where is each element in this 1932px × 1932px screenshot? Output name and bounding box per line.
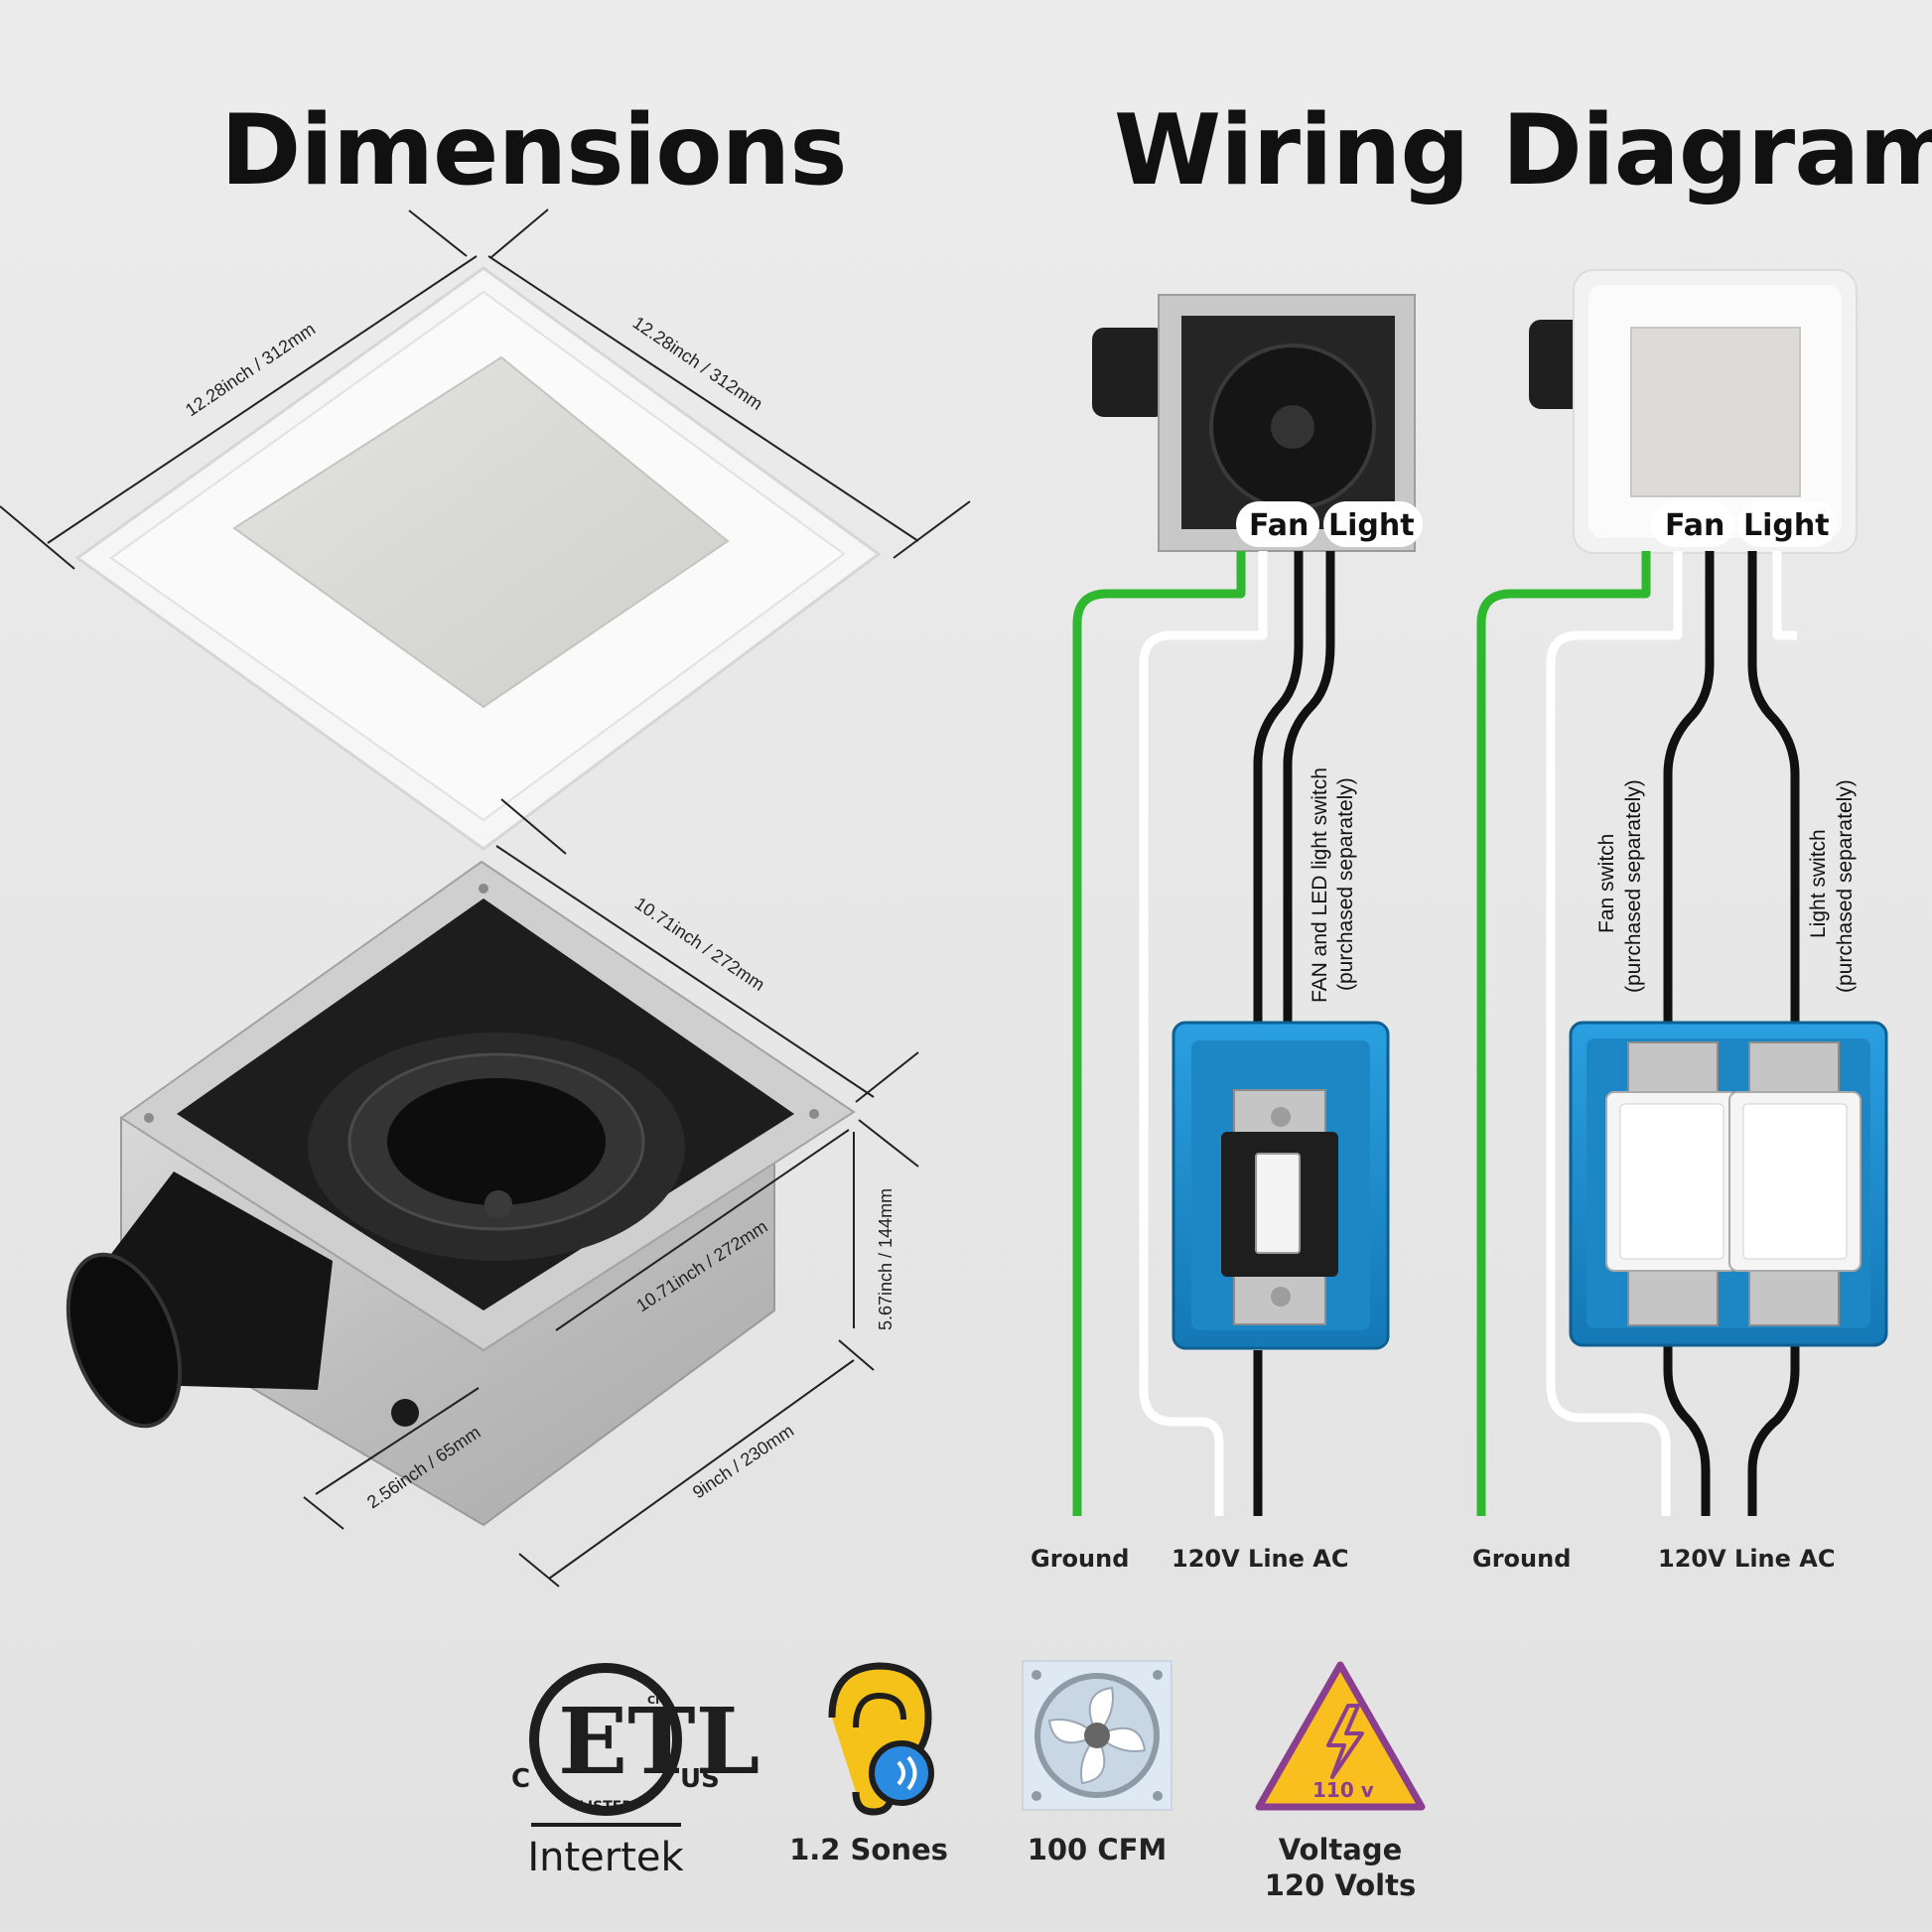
voltage-icon-text: 110 v [1312,1778,1374,1802]
left-ground-label: Ground [1031,1545,1129,1573]
etl-logo-letters: ETL [558,1688,759,1795]
right-fan-note-line2: (purchased separately) [1622,779,1645,993]
etl-logo-cm: CM [647,1694,666,1707]
cfm-label: 100 CFM [1027,1833,1168,1866]
grille-illustration [74,266,882,851]
right-switch-box [1569,1021,1888,1347]
housing-height-label: 5.67inch / 144mm [876,1188,896,1330]
grille-dimension-lines [0,255,971,570]
etl-logo-c: C [511,1764,530,1794]
left-wires [1072,551,1335,1516]
intertek-label: Intertek [527,1835,684,1880]
left-switch-box [1172,1021,1390,1350]
right-light-tag: Light [1743,508,1830,543]
right-line-ac-label: 120V Line AC [1658,1545,1835,1573]
high-voltage-warning-icon: 110 v [1255,1661,1426,1811]
wiring-diagram-title: Wiring Diagram [1114,94,1932,207]
right-light-note-line1: Light switch [1807,829,1830,938]
right-fan-note-line1: Fan switch [1595,834,1618,933]
housing-illustration [66,860,856,1527]
grille-dimension-ticks [408,208,549,258]
left-switch-note-line1: FAN and LED light switch [1309,767,1331,1003]
etl-logo-us: US [680,1764,720,1794]
housing-dimension-lines [303,798,919,1587]
voltage-label-line1: Voltage [1278,1833,1403,1866]
right-wires [1476,551,1800,1516]
left-switch-note-line2: (purchased separately) [1334,777,1357,991]
dimensions-title: Dimensions [220,94,848,207]
left-wire-tags [1236,501,1423,547]
sones-label: 1.2 Sones [789,1833,948,1866]
left-fan-tag: Fan [1249,508,1309,543]
right-ground-label: Ground [1472,1545,1571,1573]
right-fan-unit [1529,269,1858,554]
fan-icon [1022,1660,1173,1811]
right-light-note-line2: (purchased separately) [1834,779,1857,993]
left-line-ac-label: 120V Line AC [1172,1545,1348,1573]
housing-side-label: 9inch / 230mm [689,1421,797,1503]
etl-logo-listed: LISTED [579,1799,633,1815]
right-wire-tags [1651,501,1837,547]
left-fan-unit [1092,294,1416,552]
left-light-tag: Light [1328,508,1415,543]
ear-sound-icon [828,1662,934,1816]
etl-listed-icon: ETL C US LISTED CM [511,1663,759,1827]
right-fan-tag: Fan [1665,508,1725,543]
voltage-label-line2: 120 Volts [1264,1868,1417,1902]
